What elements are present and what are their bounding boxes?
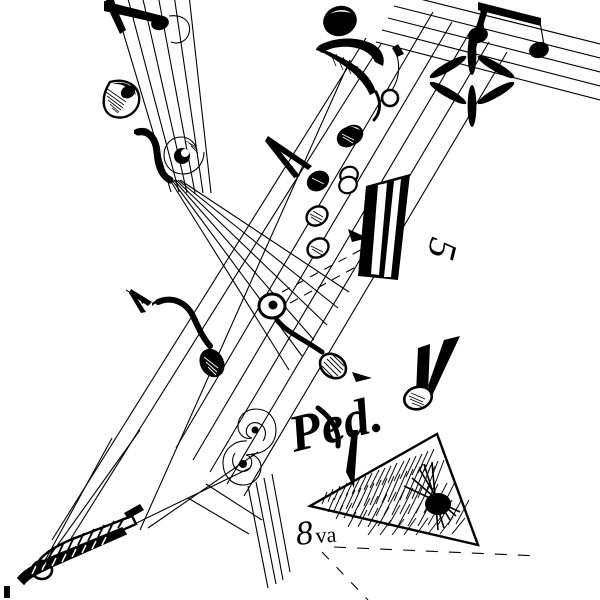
fermata-eye-ornament xyxy=(257,292,325,355)
beamed-eighth-pair xyxy=(468,2,549,59)
open-note-head-small xyxy=(380,88,400,108)
spiral-top xyxy=(237,408,277,455)
asterisk-mark xyxy=(429,8,515,127)
dashed-ledger-segment xyxy=(281,245,373,304)
ottava-marking: 8 va xyxy=(294,514,337,553)
ottava-suffix: va xyxy=(315,522,338,548)
accent-arrow-upper xyxy=(265,136,312,178)
dashed-ottava-bracket xyxy=(321,546,541,600)
horn-bell xyxy=(316,38,384,122)
ottava-number: 8 xyxy=(294,514,315,553)
stray-tick-marks xyxy=(125,289,148,304)
long-diagonal-rays xyxy=(51,37,382,561)
hatched-head-d xyxy=(306,237,330,259)
top-right-staff xyxy=(375,0,600,101)
scroll-hook-ornament xyxy=(134,127,205,184)
accent-arrow-small-center xyxy=(352,372,372,382)
hatched-note-head-center xyxy=(318,352,348,380)
main-staff-note-heads xyxy=(305,124,364,259)
curved-stem-note-left xyxy=(152,296,225,378)
hatched-head-c xyxy=(305,205,329,227)
hatched-head-b xyxy=(306,170,330,192)
top-note-head-solid xyxy=(323,5,357,37)
spiral-scroll xyxy=(163,136,205,175)
lower-left-converging-lines xyxy=(41,429,141,567)
spiral-bottom xyxy=(222,440,262,486)
scribble-triangle xyxy=(306,430,480,547)
double-spiral xyxy=(222,408,277,486)
accent-arrow-small-right xyxy=(348,229,368,242)
double-flag-note xyxy=(402,336,460,411)
top-left-flag-note xyxy=(104,0,191,44)
hatched-head-a xyxy=(336,126,360,148)
hatched-note-head-upper-left xyxy=(102,79,141,119)
beam-block-thick xyxy=(358,174,410,280)
glissando-lines xyxy=(247,473,291,589)
